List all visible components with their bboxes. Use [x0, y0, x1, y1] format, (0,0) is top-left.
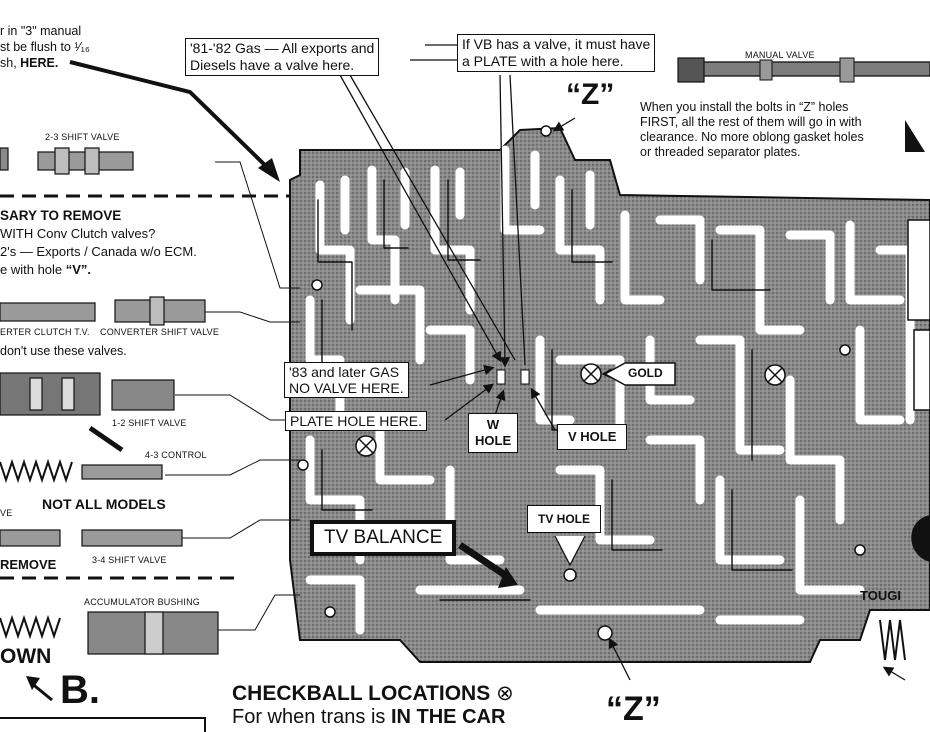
top-left-note-line2: st be flush to ¹⁄₁₆ [0, 40, 90, 54]
callout-plate-hole: PLATE HOLE HERE. [285, 411, 428, 431]
callout-vb-valve: If VB has a valve, it must have a PLATE … [457, 34, 656, 72]
top-left-note-line3: sh, HERE. [0, 56, 59, 70]
callout-w-hole: W HOLE [468, 413, 519, 453]
label-4-3-control: 4-3 CONTROL [145, 450, 207, 460]
leader-lines-left [165, 161, 300, 631]
z-mark-bottom: “Z” [606, 690, 661, 728]
callout-83-gas: '83 and later GAS NO VALVE HERE. [284, 362, 409, 398]
not-all-models: NOT ALL MODELS [42, 496, 166, 512]
springs [0, 458, 906, 661]
own-label: OWN [0, 645, 52, 668]
checkball-symbol-icon: ⊗ [496, 682, 514, 705]
label-1-2-shift-valve: 1-2 SHIFT VALVE [112, 418, 187, 428]
remove-heading: SARY TO REMOVE [0, 208, 122, 223]
checkball-markers [355, 363, 786, 457]
checkball-title: CHECKBALL LOCATIONS ⊗ [232, 682, 514, 705]
label-converter-clutch-tv: ERTER CLUTCH T.V. [0, 327, 90, 337]
dont-use-note: don't use these valves. [0, 344, 127, 358]
remove-line3: e with hole “V”. [0, 262, 92, 277]
z-mark-top: “Z” [566, 78, 615, 111]
label-ve: VE [0, 508, 13, 518]
callout-arrows [339, 44, 906, 681]
z-note: When you install the bolts in “Z” holes … [640, 100, 864, 159]
label-3-4-shift-valve: 3-4 SHIFT VALVE [92, 555, 167, 565]
label-accumulator-bushing: ACCUMULATOR BUSHING [84, 597, 200, 607]
dashed-dividers [0, 194, 290, 580]
tough-label: TOUGI [860, 588, 901, 603]
manual-valve-drawing [677, 57, 930, 152]
section-b-label: B. [60, 668, 100, 712]
top-left-note-line1: r in "3" manual [0, 24, 82, 38]
checkball-subtitle: For when trans is IN THE CAR [232, 706, 506, 728]
manual-valve-label: MANUAL VALVE [745, 50, 815, 60]
remove-line2: 2's — Exports / Canada w/o ECM. [0, 244, 197, 259]
remove-line1: WITH Conv Clutch valves? [0, 226, 156, 241]
callout-tv-balance: TV BALANCE [310, 520, 457, 556]
callout-tv-hole: TV HOLE [527, 505, 602, 533]
label-converter-shift-valve: CONVERTER SHIFT VALVE [100, 327, 220, 337]
label-2-3-shift-valve: 2-3 SHIFT VALVE [45, 132, 120, 142]
remove-label: REMOVE [0, 557, 57, 572]
callout-gold: GOLD [628, 366, 663, 380]
callout-v-hole: V HOLE [557, 424, 628, 450]
callout-81-82-gas: '81-'82 Gas — All exports and Diesels ha… [185, 38, 380, 76]
